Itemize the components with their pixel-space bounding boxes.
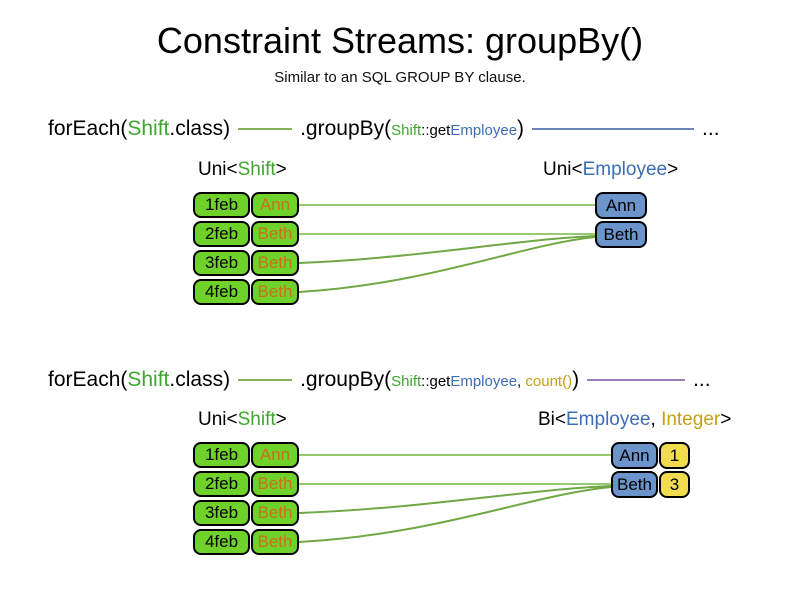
subtitle: Similar to an SQL GROUP BY clause.	[274, 69, 526, 86]
shift-employee-cell: Beth	[251, 471, 299, 497]
shift-date-cell: 2feb	[193, 221, 250, 247]
code-token: .class)	[169, 117, 231, 140]
label-part-type: Shift	[237, 409, 276, 430]
code-token: ::get	[421, 373, 451, 390]
label-part: >	[275, 159, 287, 180]
table-row: 3feb Beth	[193, 250, 299, 276]
group-employee-box: Ann	[595, 192, 647, 219]
code-token-class: Shift	[127, 117, 170, 140]
group-employee-box: Ann	[611, 442, 658, 469]
label-part-type: Employee	[566, 409, 651, 430]
group-employee-box: Beth	[611, 471, 658, 498]
group-employee-box: Beth	[595, 221, 647, 248]
code-token-class: Shift	[391, 373, 422, 390]
label-part: Uni<	[543, 159, 583, 180]
table-row: 1feb Ann	[193, 192, 299, 218]
shift-employee-cell: Ann	[251, 442, 299, 468]
label-part: >	[275, 409, 287, 430]
code-ellipsis: ...	[702, 117, 720, 140]
shift-date-cell: 1feb	[193, 442, 250, 468]
shift-date-cell: 1feb	[193, 192, 250, 218]
shift-employee-cell: Beth	[251, 279, 299, 305]
code-token: ::get	[421, 122, 451, 139]
code-line-2: forEach(Shift.class) .groupBy(Shift::get…	[48, 368, 711, 392]
code-token-type: Employee	[450, 122, 518, 139]
code-token: .class)	[169, 368, 231, 391]
code-line-1: forEach(Shift.class) .groupBy(Shift::get…	[48, 117, 720, 141]
shift-employee-cell: Beth	[251, 250, 299, 276]
shift-date-cell: 3feb	[193, 250, 250, 276]
wire-d1-row4-to-beth	[298, 236, 596, 293]
flow-line-green	[238, 128, 293, 130]
type-label-uni-shift-1: Uni<Shift>	[198, 159, 287, 181]
label-part-type: Integer	[661, 409, 721, 430]
table-row: 2feb Beth	[193, 471, 299, 497]
label-part-type: Employee	[582, 159, 668, 180]
label-part: Uni<	[198, 159, 238, 180]
shift-employee-cell: Ann	[251, 192, 299, 218]
shift-employee-cell: Beth	[251, 221, 299, 247]
type-label-bi-employee-integer: Bi<Employee, Integer>	[538, 409, 731, 431]
page-title: Constraint Streams: groupBy()	[156, 20, 644, 61]
shift-date-cell: 4feb	[193, 529, 250, 555]
flow-line-green	[238, 379, 293, 381]
code-token-class: Shift	[127, 368, 170, 391]
code-token: )	[572, 368, 580, 391]
code-token: ,	[517, 373, 526, 390]
type-label-uni-employee: Uni<Employee>	[543, 159, 678, 181]
code-token: )	[517, 117, 525, 140]
code-token: .groupBy(	[300, 368, 392, 391]
shift-employee-cell: Beth	[251, 500, 299, 526]
code-token: forEach(	[48, 117, 128, 140]
type-label-uni-shift-2: Uni<Shift>	[198, 409, 287, 431]
shift-date-cell: 3feb	[193, 500, 250, 526]
flow-line-slate	[532, 128, 695, 130]
label-part-type: Shift	[237, 159, 276, 180]
table-row: 1feb Ann	[193, 442, 299, 468]
shift-table-2: 1feb Ann 2feb Beth 3feb Beth 4feb Beth	[193, 442, 299, 558]
flow-line-purple	[587, 379, 686, 381]
table-row: 4feb Beth	[193, 529, 299, 555]
shift-employee-cell: Beth	[251, 529, 299, 555]
shift-date-cell: 4feb	[193, 279, 250, 305]
code-token: forEach(	[48, 368, 128, 391]
label-part: >	[667, 159, 679, 180]
code-token-count: count()	[525, 373, 573, 390]
shift-table-1: 1feb Ann 2feb Beth 3feb Beth 4feb Beth	[193, 192, 299, 308]
code-token: .groupBy(	[300, 117, 392, 140]
wire-d1-row3-to-beth	[298, 235, 596, 264]
label-part: Bi<	[538, 409, 566, 430]
code-token-type: Employee	[450, 373, 518, 390]
label-part: ,	[650, 409, 662, 430]
wire-d2-row3-to-beth	[298, 485, 612, 514]
shift-date-cell: 2feb	[193, 471, 250, 497]
table-row: 4feb Beth	[193, 279, 299, 305]
group-count-box: 3	[659, 471, 690, 498]
code-ellipsis: ...	[693, 368, 711, 391]
group-count-box: 1	[659, 442, 690, 469]
label-part: >	[720, 409, 732, 430]
table-row: 2feb Beth	[193, 221, 299, 247]
code-token-class: Shift	[391, 122, 422, 139]
wire-d2-row4-to-beth	[298, 486, 612, 543]
table-row: 3feb Beth	[193, 500, 299, 526]
label-part: Uni<	[198, 409, 238, 430]
